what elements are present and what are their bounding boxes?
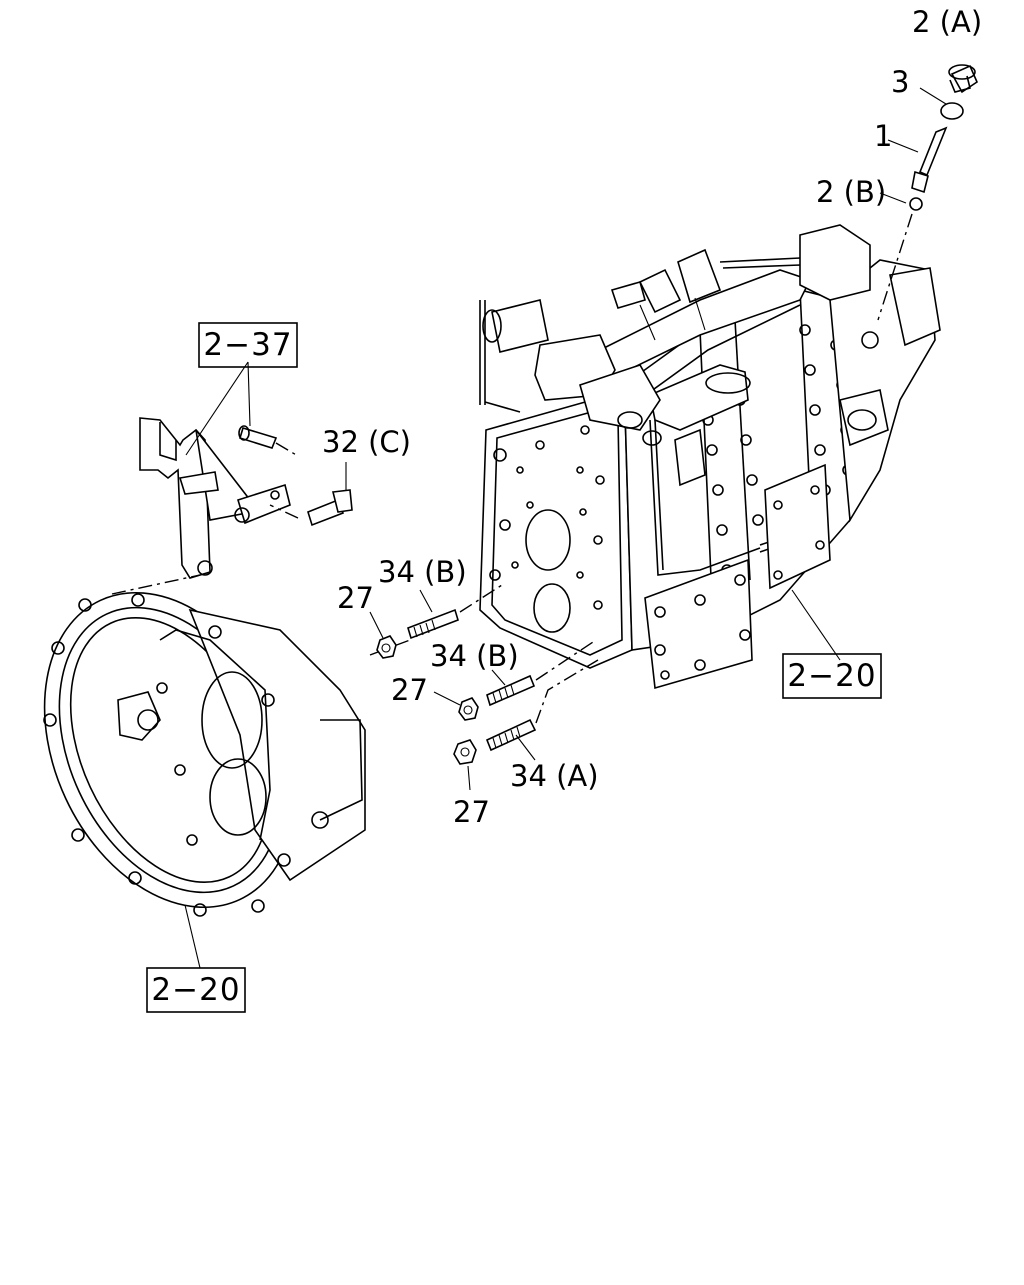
ref-box-2-37: [198, 322, 298, 368]
callout-32c: 32 (C): [322, 425, 411, 459]
callout-2a: 2 (A): [912, 5, 982, 39]
callout-2b: 2 (B): [816, 175, 886, 209]
leader-2-20-right: [791, 589, 841, 661]
callout-3: 3: [891, 65, 909, 99]
callout-34b-upper: 34 (B): [378, 555, 467, 589]
callout-34b-lower: 34 (B): [430, 639, 519, 673]
clutch-housing: [43, 574, 411, 917]
callout-34a: 34 (A): [510, 759, 599, 793]
leader-2-20-left: [184, 904, 201, 969]
callout-27-middle: 27: [391, 673, 428, 707]
callout-1: 1: [874, 119, 892, 153]
speedometer-parts: [877, 64, 979, 321]
bracket-assembly: [139, 361, 353, 579]
ref-label-2-20-left: 2−20: [151, 972, 240, 1008]
ref-label-2-20-right: 2−20: [787, 658, 876, 694]
studs-and-nuts: [369, 584, 599, 791]
ref-box-2-20-left: [146, 967, 246, 1013]
ref-label-2-37: 2−37: [203, 327, 292, 363]
callout-27-upper: 27: [337, 581, 374, 615]
housing-bolts: [43, 593, 291, 917]
callout-27-lower: 27: [453, 795, 490, 829]
transmission-assembly: [479, 224, 941, 690]
ref-box-2-20-right: [782, 653, 882, 699]
